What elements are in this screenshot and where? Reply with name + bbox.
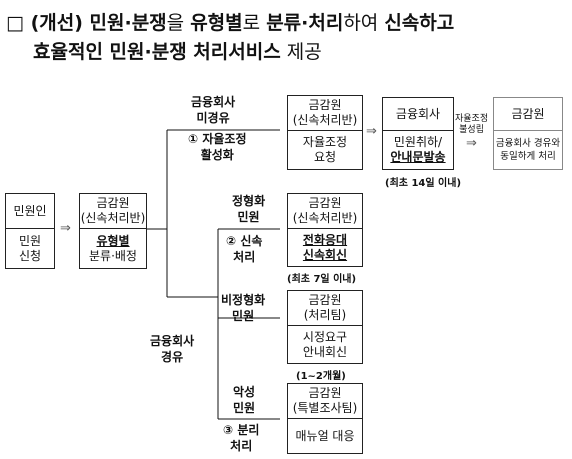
title-line-2: 효율적인 민원·분쟁 처리서비스 제공 — [33, 41, 322, 63]
complainant-head: 민원인 — [13, 203, 47, 218]
branch2-formal-box: 금감원 (신속처리반) 전화응대 신속회신 — [287, 193, 363, 267]
branch2-informal-note: (1~2개월) — [296, 371, 346, 382]
branch2-informal-label: 비정형화 민원 — [221, 293, 266, 323]
branch1-fin-box: 금융회사 민원취하/ 안내문발송 — [382, 97, 454, 170]
branch1-fss-box: 금감원 (신속처리반) 자율조정 요청 — [287, 95, 363, 170]
arrow-icon: ⇒ — [60, 221, 71, 236]
complainant-box: 민원인 민원 신청 — [5, 193, 55, 269]
branch2-informal-box: 금감원 (처리팀) 시정요구 안내회신 — [287, 290, 363, 364]
branch1-note: (최초 14일 이내) — [385, 178, 462, 189]
arrow-icon: ⇒ — [466, 136, 477, 151]
branch2-formal-label: 정형화 민원 — [232, 194, 266, 224]
branch3-label-a: 악성 민원 — [233, 385, 256, 415]
branch1-fail-label: 자율조정 불성립 — [455, 114, 489, 135]
branch3-label-b: ③ 분리 처리 — [223, 423, 260, 453]
label-via-fin-co: 금융회사 경유 — [150, 334, 195, 364]
branch2-formal-note: (최초 7일 이내) — [287, 274, 357, 285]
checkbox-icon: □ — [6, 12, 24, 34]
complainant-body: 민원 신청 — [6, 228, 54, 268]
branch1-label: ① 자율조정 활성화 — [188, 132, 247, 162]
arrow-icon: ⇒ — [366, 124, 377, 139]
branch2-fast-label: ② 신속 처리 — [226, 234, 263, 264]
branch3-box: 금감원 (특별조사팀) 매뉴얼 대응 — [287, 383, 363, 454]
fss-classify-box: 금감원 (신속처리반) 유형별 분류·배정 — [79, 193, 147, 269]
branch1-top-label: 금융회사 미경유 — [191, 95, 236, 125]
title-line-1: □ (개선) 민원·분쟁을 유형별로 분류·처리하여 신속하고 — [6, 12, 455, 34]
branch1-end-box: 금감원 금융회사 경유와 동일하게 처리 — [493, 97, 563, 170]
